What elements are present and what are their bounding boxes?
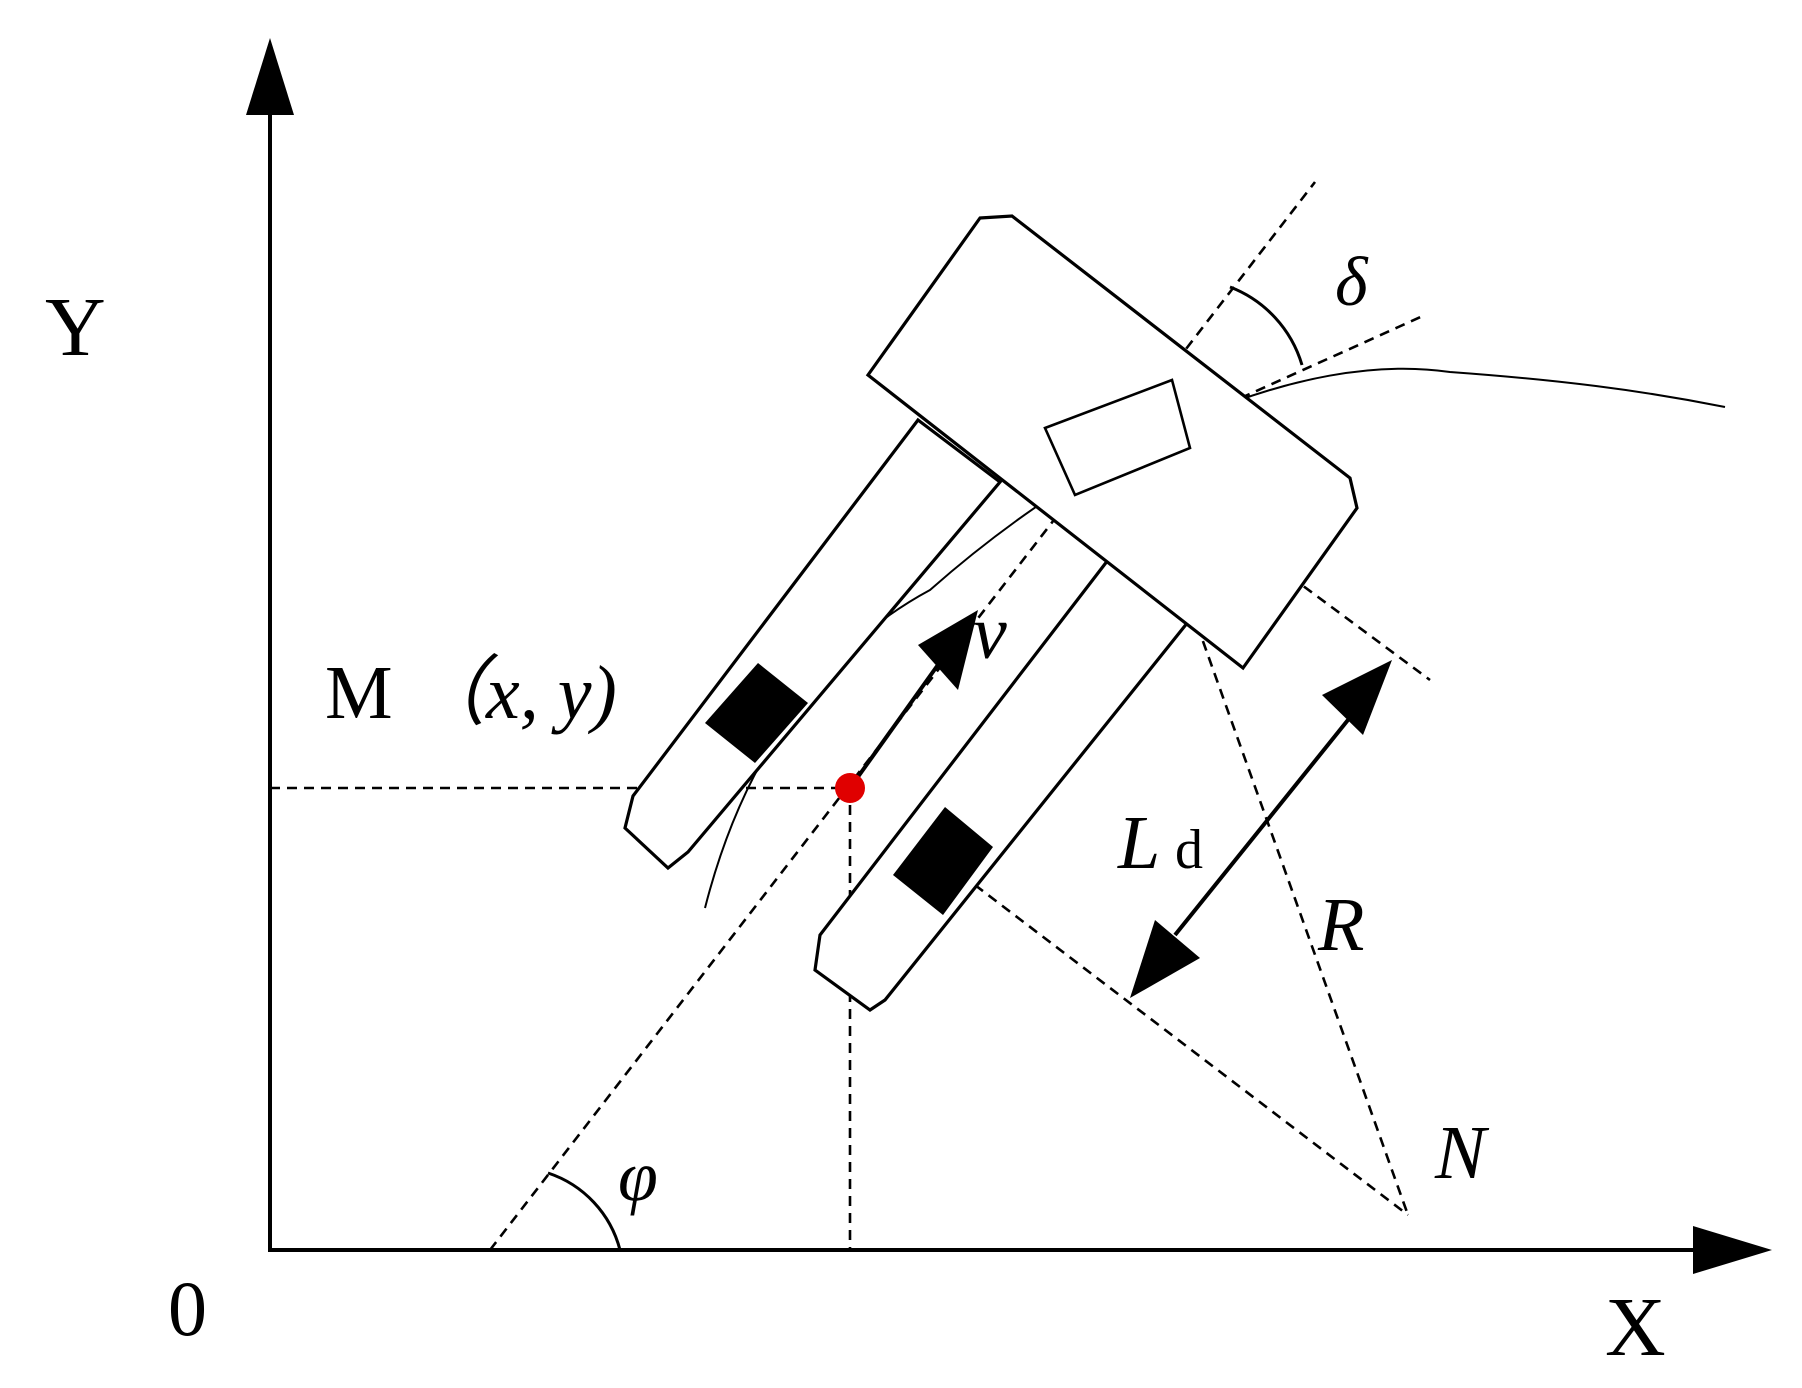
velocity-arrow-shaft (848, 646, 952, 790)
turning-radius-line (1138, 464, 1410, 1216)
steering-angle-label: δ (1335, 244, 1369, 321)
lookahead-subscript: d (1175, 819, 1203, 881)
heading-angle-label: φ (618, 1136, 658, 1216)
radius-label: R (1317, 883, 1364, 967)
lookahead-label: L (1117, 801, 1160, 885)
rear-left-wheel (705, 663, 808, 763)
coordinate-axes (246, 38, 1772, 1274)
rear-left-body (623, 417, 1003, 871)
front-wheel-rect (1043, 378, 1192, 497)
point-m-marker (835, 773, 865, 803)
vehicle (623, 214, 1359, 1012)
origin-label: 0 (168, 1265, 207, 1352)
x-axis-arrowhead (1693, 1226, 1772, 1274)
y-axis-arrowhead (246, 38, 294, 115)
velocity-label: v (973, 591, 1007, 675)
front-wheel-direction (1069, 313, 1426, 477)
velocity-arrowhead (918, 610, 978, 690)
y-axis-label: Y (45, 281, 106, 374)
x-axis-label: X (1605, 1281, 1666, 1374)
rear-right-wheel (893, 807, 993, 915)
rear-axle-normal (974, 883, 1409, 1217)
center-label: N (1434, 1111, 1490, 1195)
point-m-label: M (325, 651, 393, 735)
lookahead-arrow-shaft (1173, 703, 1362, 937)
heading-angle-arc (547, 1171, 622, 1251)
lookahead-arrowhead-bottom (1130, 920, 1200, 998)
point-m-coordinates: （x, y) (410, 651, 617, 735)
steering-angle-arc (1229, 285, 1304, 366)
lookahead-arrowhead-top (1322, 660, 1392, 735)
